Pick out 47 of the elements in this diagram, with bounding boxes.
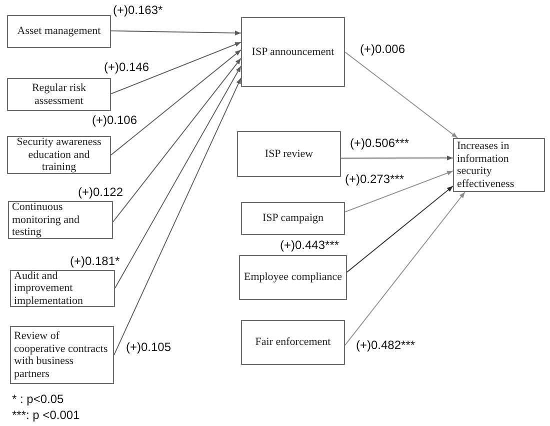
construct-box [10, 270, 115, 307]
path-coefficient: (+)0.506*** [350, 136, 410, 150]
construct-box [8, 201, 113, 239]
path-arrow [110, 30, 242, 36]
path-coefficient: (+)0.163* [113, 3, 163, 17]
construct-box [241, 17, 345, 87]
construct-box [239, 255, 347, 300]
significance-note: ***: p <0.001 [12, 408, 80, 422]
construct-label: Review of cooperative contracts with business partners [14, 330, 109, 380]
construct-label: ISP announcement [252, 46, 334, 58]
construct-box [237, 131, 341, 177]
construct-box [7, 136, 111, 174]
path-arrow [114, 66, 242, 289]
construct-label: Increases in information security effectiveness [457, 140, 516, 190]
path-coefficient: (+)0.006 [360, 42, 406, 56]
path-coefficient: (+)0.273*** [345, 172, 404, 186]
construct-label: Continuous monitoring and testing [12, 201, 81, 239]
path-coefficient: (+)0.482*** [356, 338, 416, 352]
path-coefficient: (+)0.443*** [280, 238, 340, 252]
path-arrow [114, 77, 242, 356]
construct-label: Asset management [17, 25, 101, 38]
construct-box [7, 78, 111, 111]
path-arrow [110, 42, 242, 94]
construct-label: ISP review [264, 148, 314, 160]
construct-label: Fair enforcement [255, 336, 331, 349]
path-coefficient: (+)0.122 [78, 185, 124, 199]
construct-box [241, 202, 345, 235]
construct-label: ISP campaign [262, 212, 324, 225]
path-arrow [344, 170, 454, 212]
construct-box [7, 15, 111, 48]
path-arrow [346, 186, 454, 273]
construct-label: Employee compliance [244, 271, 342, 284]
construct-label: Regular risk assessment [30, 82, 88, 107]
construct-box [453, 138, 545, 192]
path-arrow [110, 49, 242, 156]
path-coefficient: (+)0.105 [126, 340, 172, 354]
significance-note: * : p<0.05 [12, 392, 64, 406]
construct-label: Security awareness education and training [16, 136, 102, 174]
path-arrow [340, 156, 454, 160]
path-coefficient: (+)0.106 [92, 113, 138, 127]
path-arrow [344, 52, 458, 138]
path-coefficient: (+)0.181* [70, 254, 120, 268]
construct-label: Audit and improvement implementation [14, 270, 84, 308]
path-arrow [344, 192, 466, 346]
path-arrow [112, 58, 242, 222]
path-coefficient: (+)0.146 [104, 60, 150, 74]
construct-box [241, 320, 345, 365]
